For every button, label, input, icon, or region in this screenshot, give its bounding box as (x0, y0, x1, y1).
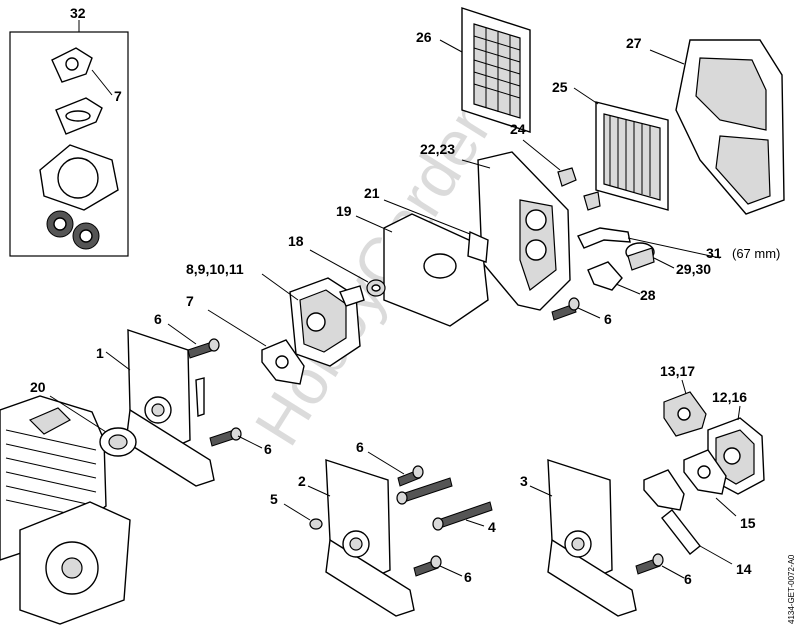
label-19: 19 (336, 203, 352, 219)
label-21: 21 (364, 185, 380, 201)
label-6-e: 6 (464, 569, 472, 585)
label-6-f: 6 (684, 571, 692, 587)
hose-31 (577, 227, 721, 259)
screw-6-e (413, 555, 463, 577)
spacer-13-17 (663, 379, 707, 437)
label-27: 27 (626, 35, 642, 51)
carburetor-8-11 (261, 273, 365, 367)
air-filter-26 (439, 7, 531, 133)
label-4: 4 (488, 519, 496, 535)
engine-block (0, 395, 131, 625)
label-1: 1 (96, 345, 104, 361)
spacer-18 (309, 249, 386, 297)
elbow-28 (587, 261, 641, 295)
label-2: 2 (298, 473, 306, 489)
label-3: 3 (520, 473, 528, 489)
gasket-14 (643, 469, 733, 565)
gasket-15 (683, 449, 737, 517)
shroud-3 (529, 459, 637, 617)
gasket-plate-19-21 (355, 199, 489, 327)
shroud-1 (105, 329, 215, 487)
label-25: 25 (552, 79, 568, 95)
label-29-30: 29,30 (676, 261, 711, 277)
gasket-kit-box (9, 20, 129, 257)
washer-5 (283, 503, 323, 530)
label-18: 18 (288, 233, 304, 249)
filter-element-25 (573, 87, 669, 211)
label-13-17: 13,17 (660, 363, 695, 379)
screw-6-f (635, 553, 685, 579)
shroud-2 (307, 459, 415, 617)
label-22-23: 22,23 (420, 141, 455, 157)
screw-6-c (551, 297, 601, 321)
spacer-20 (49, 395, 137, 457)
screw-6-d (367, 451, 453, 505)
label-31: 31 (706, 245, 722, 261)
screw-6-b (209, 427, 263, 449)
label-14: 14 (736, 561, 752, 577)
label-12-16: 12,16 (712, 389, 747, 405)
label-5: 5 (270, 491, 278, 507)
label-6-d: 6 (356, 439, 364, 455)
filter-cover-27 (649, 39, 785, 215)
label-28: 28 (640, 287, 656, 303)
label-7: 7 (186, 293, 194, 309)
label-6-c: 6 (264, 441, 272, 457)
label-15: 15 (740, 515, 756, 531)
label-31-note: (67 mm) (732, 246, 780, 261)
label-6-a: 6 (154, 311, 162, 327)
label-24: 24 (510, 121, 526, 137)
label-20: 20 (30, 379, 46, 395)
gasket-7 (207, 309, 305, 385)
carburetor-box-22-23 (461, 139, 601, 311)
label-6-b: 6 (604, 311, 612, 327)
primer-29-30 (625, 242, 675, 271)
bolt-4 (432, 501, 493, 531)
screw-6-a (167, 323, 220, 359)
label-8-9-10-11: 8,9,10,11 (186, 261, 244, 277)
label-32: 32 (70, 5, 86, 21)
drawing-code: 4134-GET-0072-A0 (787, 554, 796, 624)
label-26: 26 (416, 29, 432, 45)
label-7-kit: 7 (114, 88, 122, 104)
